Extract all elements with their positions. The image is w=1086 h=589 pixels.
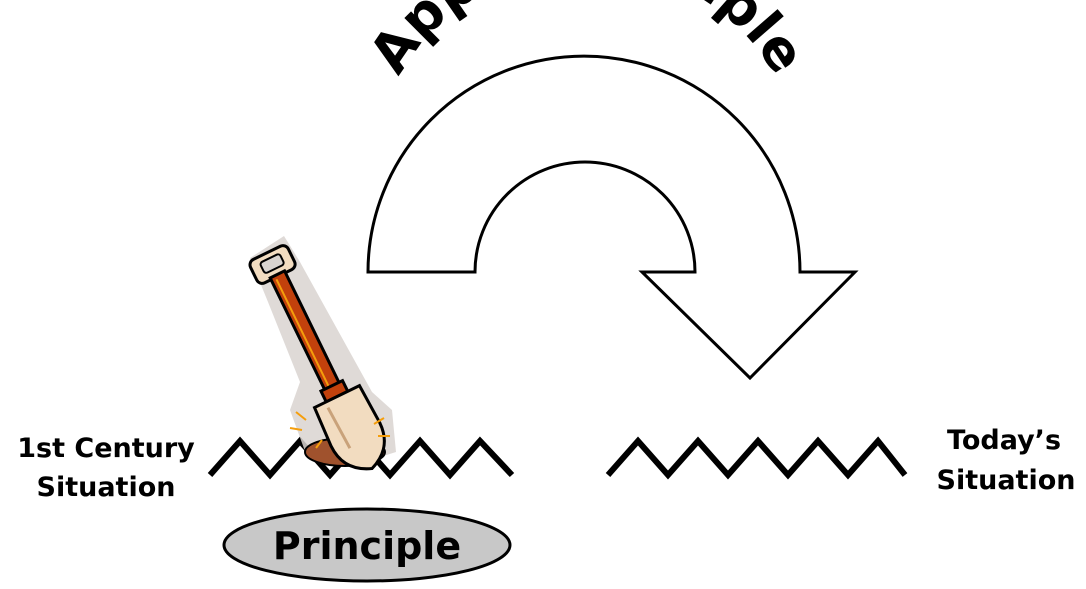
principle-bubble: Principle: [224, 509, 510, 581]
first-century-label-line2: Situation: [37, 472, 176, 503]
first-century-label-line1: 1st Century: [17, 433, 195, 464]
principle-label: Principle: [273, 524, 461, 568]
curved-arrow-icon: [368, 56, 855, 378]
today-label-line1: Today’s: [947, 425, 1061, 456]
zigzag-ground-right-icon: [608, 441, 905, 475]
today-label-line2: Situation: [937, 465, 1076, 496]
